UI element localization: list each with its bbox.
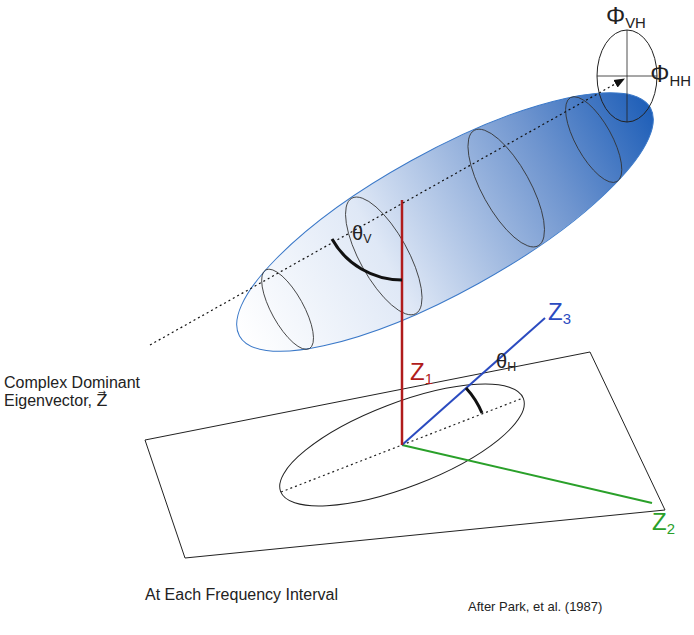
angle-label: θV	[352, 222, 371, 246]
eigenvector-label: Complex Dominant Eigenvector, Z⃗	[4, 374, 154, 411]
phase-label: ΦHH	[650, 60, 691, 90]
axis-label: Z2	[652, 508, 675, 538]
caption-note: At Each Frequency Interval	[145, 586, 338, 604]
angle-label: θH	[496, 350, 516, 374]
z3-axis	[402, 318, 545, 445]
phase-crosshair	[597, 76, 657, 77]
phase-label: ΦVH	[606, 2, 646, 32]
credit-note: After Park, et al. (1987)	[468, 600, 602, 615]
horizontal-plane	[145, 352, 665, 558]
z2-axis	[402, 445, 652, 503]
ellipsoid	[206, 47, 685, 397]
z1-axis	[401, 200, 404, 445]
eigenvector-axis	[150, 79, 624, 345]
axis-label: Z3	[548, 298, 571, 328]
axis-label: Z1	[410, 358, 433, 388]
phase-ellipse	[597, 30, 657, 122]
theta-h-arc	[466, 388, 482, 413]
